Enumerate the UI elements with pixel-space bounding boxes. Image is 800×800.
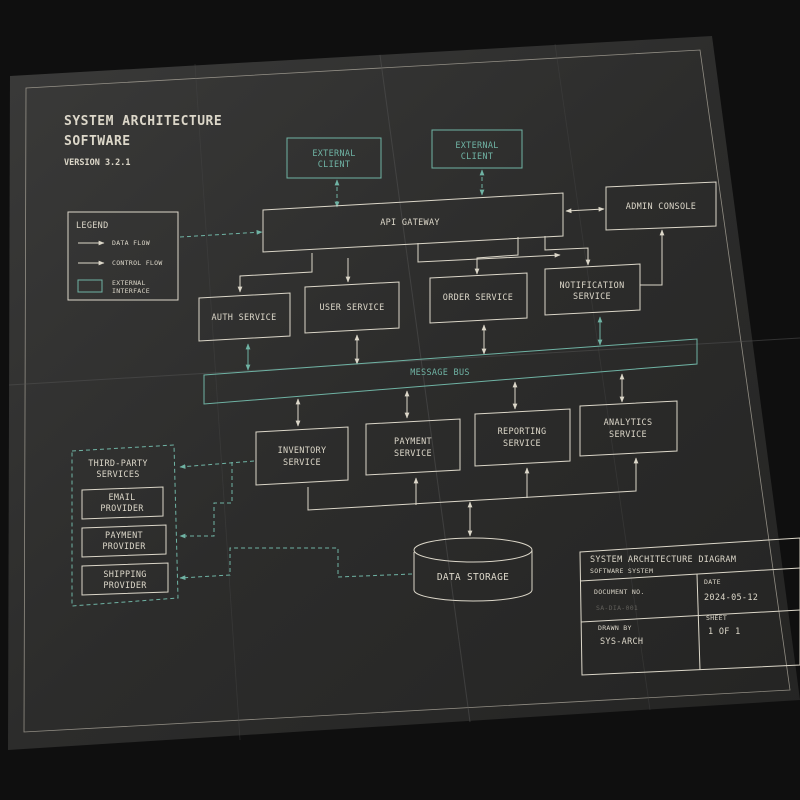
email-provider: EMAIL PROVIDER bbox=[81, 486, 164, 520]
version-label: VERSION 3.2.1 bbox=[64, 158, 131, 168]
date-value: 2024-05-12 bbox=[704, 593, 758, 603]
gateway-side-link bbox=[417, 243, 561, 263]
inventory-to-third-party bbox=[179, 460, 255, 469]
inventory-to-payment-provider bbox=[179, 462, 233, 539]
user-service: USER SERVICE bbox=[304, 281, 400, 334]
drawn-by-value: SYS-ARCH bbox=[600, 637, 643, 647]
api-gateway-label: API GATEWAY bbox=[380, 218, 440, 228]
document-no-value: SA-DIA-001 bbox=[596, 604, 638, 612]
fold-horizontal bbox=[8, 337, 800, 386]
admin-console: ADMIN CONSOLE bbox=[605, 181, 717, 231]
api-gateway: API GATEWAY bbox=[262, 192, 564, 253]
gateway-admin-arrow bbox=[565, 206, 605, 214]
sheet-value: 1 OF 1 bbox=[708, 627, 741, 637]
reporting-service: REPORTING SERVICE bbox=[474, 408, 571, 467]
diagram-title: SYSTEM ARCHITECTURE SOFTWARE VERSION 3.2… bbox=[64, 114, 222, 168]
legend-data-flow-label: DATA FLOW bbox=[112, 239, 150, 247]
payment-service-line2: SERVICE bbox=[394, 449, 432, 459]
external-client-left-line1: EXTERNAL bbox=[312, 149, 355, 159]
gateway-to-notification bbox=[544, 236, 591, 266]
storage-to-shipping-provider bbox=[179, 547, 413, 581]
external-client-left-line2: CLIENT bbox=[318, 160, 351, 170]
legend-external-label-2: INTERFACE bbox=[112, 287, 150, 295]
payment-provider-line1: PAYMENT bbox=[105, 531, 143, 541]
message-bus: MESSAGE BUS bbox=[203, 338, 698, 405]
title-block-heading-1: SYSTEM ARCHITECTURE DIAGRAM bbox=[590, 555, 736, 565]
fold-vertical bbox=[379, 54, 471, 723]
notification-service-line1: NOTIFICATION bbox=[559, 281, 624, 291]
paper-sheet bbox=[8, 36, 800, 750]
email-provider-line2: PROVIDER bbox=[100, 504, 144, 514]
title-block: SYSTEM ARCHITECTURE DIAGRAM SOFTWARE SYS… bbox=[579, 537, 800, 676]
auth-service-label: AUTH SERVICE bbox=[211, 313, 276, 323]
title-line2: SOFTWARE bbox=[64, 134, 131, 149]
third-party-heading-1: THIRD-PARTY bbox=[88, 459, 148, 469]
order-service-label: ORDER SERVICE bbox=[443, 293, 513, 303]
admin-console-label: ADMIN CONSOLE bbox=[626, 202, 696, 212]
external-client-right-line1: EXTERNAL bbox=[455, 141, 498, 151]
shipping-provider: SHIPPING PROVIDER bbox=[81, 562, 169, 596]
shipping-provider-line2: PROVIDER bbox=[103, 581, 147, 591]
data-storage-label: DATA STORAGE bbox=[437, 572, 509, 583]
sheet-border bbox=[23, 49, 791, 733]
title-block-heading-2: SOFTWARE SYSTEM bbox=[590, 567, 653, 575]
date-label: DATE bbox=[704, 578, 721, 586]
services-to-storage-bus bbox=[307, 457, 639, 511]
payment-service-line1: PAYMENT bbox=[394, 437, 432, 447]
order-service: ORDER SERVICE bbox=[429, 272, 528, 324]
inventory-service-line2: SERVICE bbox=[283, 458, 321, 468]
fold-vertical-right bbox=[554, 43, 651, 711]
notification-service: NOTIFICATION SERVICE bbox=[544, 263, 641, 316]
legend-external-label-1: EXTERNAL bbox=[112, 279, 146, 287]
external-client-right: EXTERNAL CLIENT bbox=[431, 129, 523, 169]
data-storage: DATA STORAGE bbox=[413, 537, 533, 602]
external-client-left: EXTERNAL CLIENT bbox=[286, 137, 382, 179]
legend: LEGEND DATA FLOW CONTROL FLOW EXTERNAL I… bbox=[67, 211, 179, 301]
email-provider-line1: EMAIL bbox=[108, 493, 135, 503]
notification-service-line2: SERVICE bbox=[573, 292, 611, 302]
gateway-to-auth bbox=[237, 253, 313, 293]
payment-service: PAYMENT SERVICE bbox=[365, 418, 461, 476]
external-client-right-line2: CLIENT bbox=[461, 152, 494, 162]
inventory-service-line1: INVENTORY bbox=[278, 446, 327, 456]
analytics-service-line1: ANALYTICS bbox=[604, 418, 653, 428]
message-bus-label: MESSAGE BUS bbox=[410, 368, 470, 378]
reporting-service-line2: SERVICE bbox=[503, 439, 541, 449]
reporting-service-line1: REPORTING bbox=[498, 427, 547, 437]
title-line1: SYSTEM ARCHITECTURE bbox=[64, 114, 222, 129]
analytics-service: ANALYTICS SERVICE bbox=[579, 400, 678, 457]
drawn-by-label: DRAWN BY bbox=[598, 624, 632, 632]
payment-provider-line2: PROVIDER bbox=[102, 542, 146, 552]
third-party-heading-2: SERVICES bbox=[96, 470, 139, 480]
legend-control-flow-label: CONTROL FLOW bbox=[112, 259, 163, 267]
payment-provider: PAYMENT PROVIDER bbox=[81, 524, 167, 558]
legend-external-swatch bbox=[77, 279, 103, 293]
user-service-label: USER SERVICE bbox=[319, 303, 384, 313]
legend-heading: LEGEND bbox=[76, 221, 109, 231]
analytics-service-line2: SERVICE bbox=[609, 430, 647, 440]
gateway-to-order bbox=[474, 237, 519, 275]
auth-service: AUTH SERVICE bbox=[198, 292, 291, 342]
third-party-services: THIRD-PARTY SERVICES EMAIL PROVIDER PAYM… bbox=[71, 444, 179, 607]
sheet-label: SHEET bbox=[706, 614, 727, 622]
inventory-service: INVENTORY SERVICE bbox=[255, 426, 349, 486]
fold-vertical-left bbox=[194, 63, 241, 741]
notification-to-admin bbox=[640, 229, 665, 286]
shipping-provider-line1: SHIPPING bbox=[103, 570, 146, 580]
document-no-label: DOCUMENT NO. bbox=[594, 588, 645, 596]
